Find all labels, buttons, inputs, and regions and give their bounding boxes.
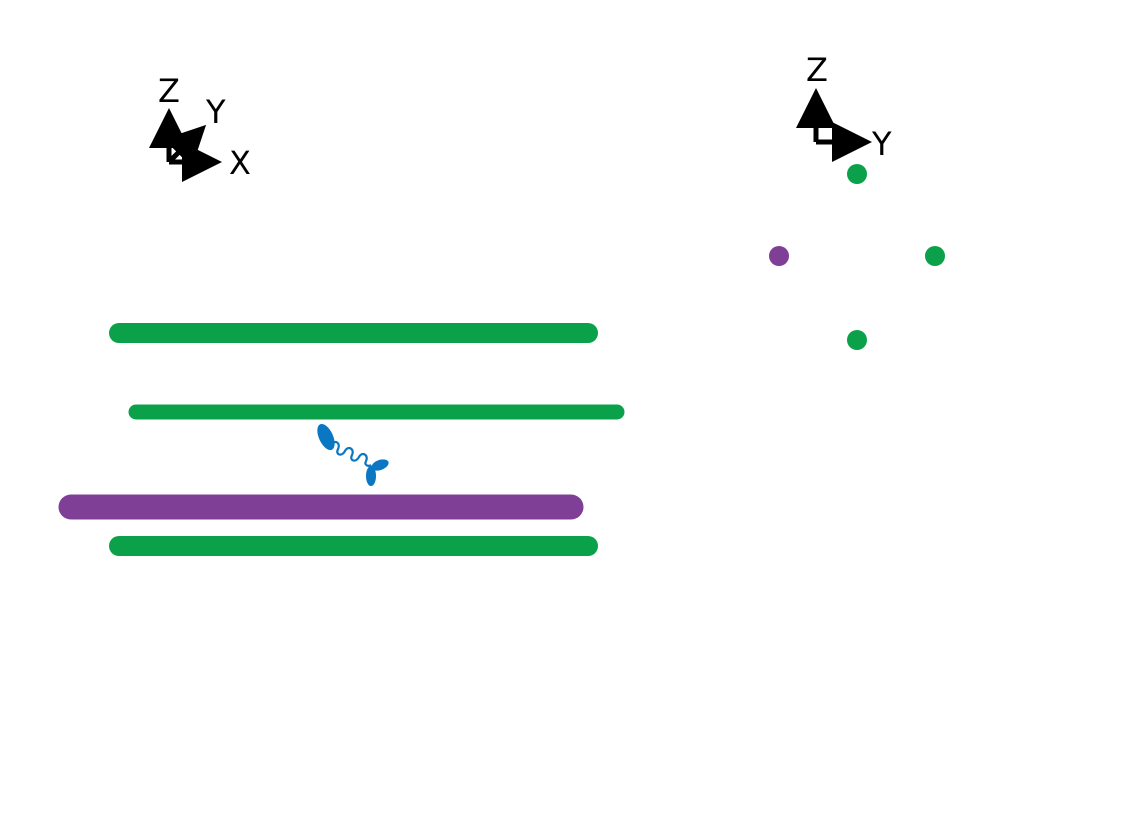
- cross-section-axes: Z Y: [796, 51, 892, 163]
- side-y-axis-label: Y: [205, 93, 226, 131]
- side-z-axis-label: Z: [158, 72, 180, 110]
- motor-head-bottom: [366, 466, 376, 486]
- side-view-filaments: [58, 323, 625, 556]
- cross-section-dot-green-top: [847, 164, 867, 184]
- cross-z-axis-label: Z: [806, 51, 828, 89]
- side-view-axes: Z Y X: [149, 72, 251, 182]
- cross-y-axis-label: Y: [871, 125, 892, 163]
- side-x-axis-label: X: [229, 144, 251, 182]
- motor-protein-icon: [317, 423, 389, 486]
- motor-coil: [330, 440, 372, 467]
- side-y-axis-arrow: [163, 124, 207, 168]
- motor-head-right: [371, 459, 389, 471]
- cross-section-dot-purple-left: [769, 246, 789, 266]
- motor-head-top: [317, 423, 335, 451]
- cross-section-dot-green-bottom: [847, 330, 867, 350]
- cross-section-dots: [769, 164, 945, 350]
- cross-section-dot-green-right: [925, 246, 945, 266]
